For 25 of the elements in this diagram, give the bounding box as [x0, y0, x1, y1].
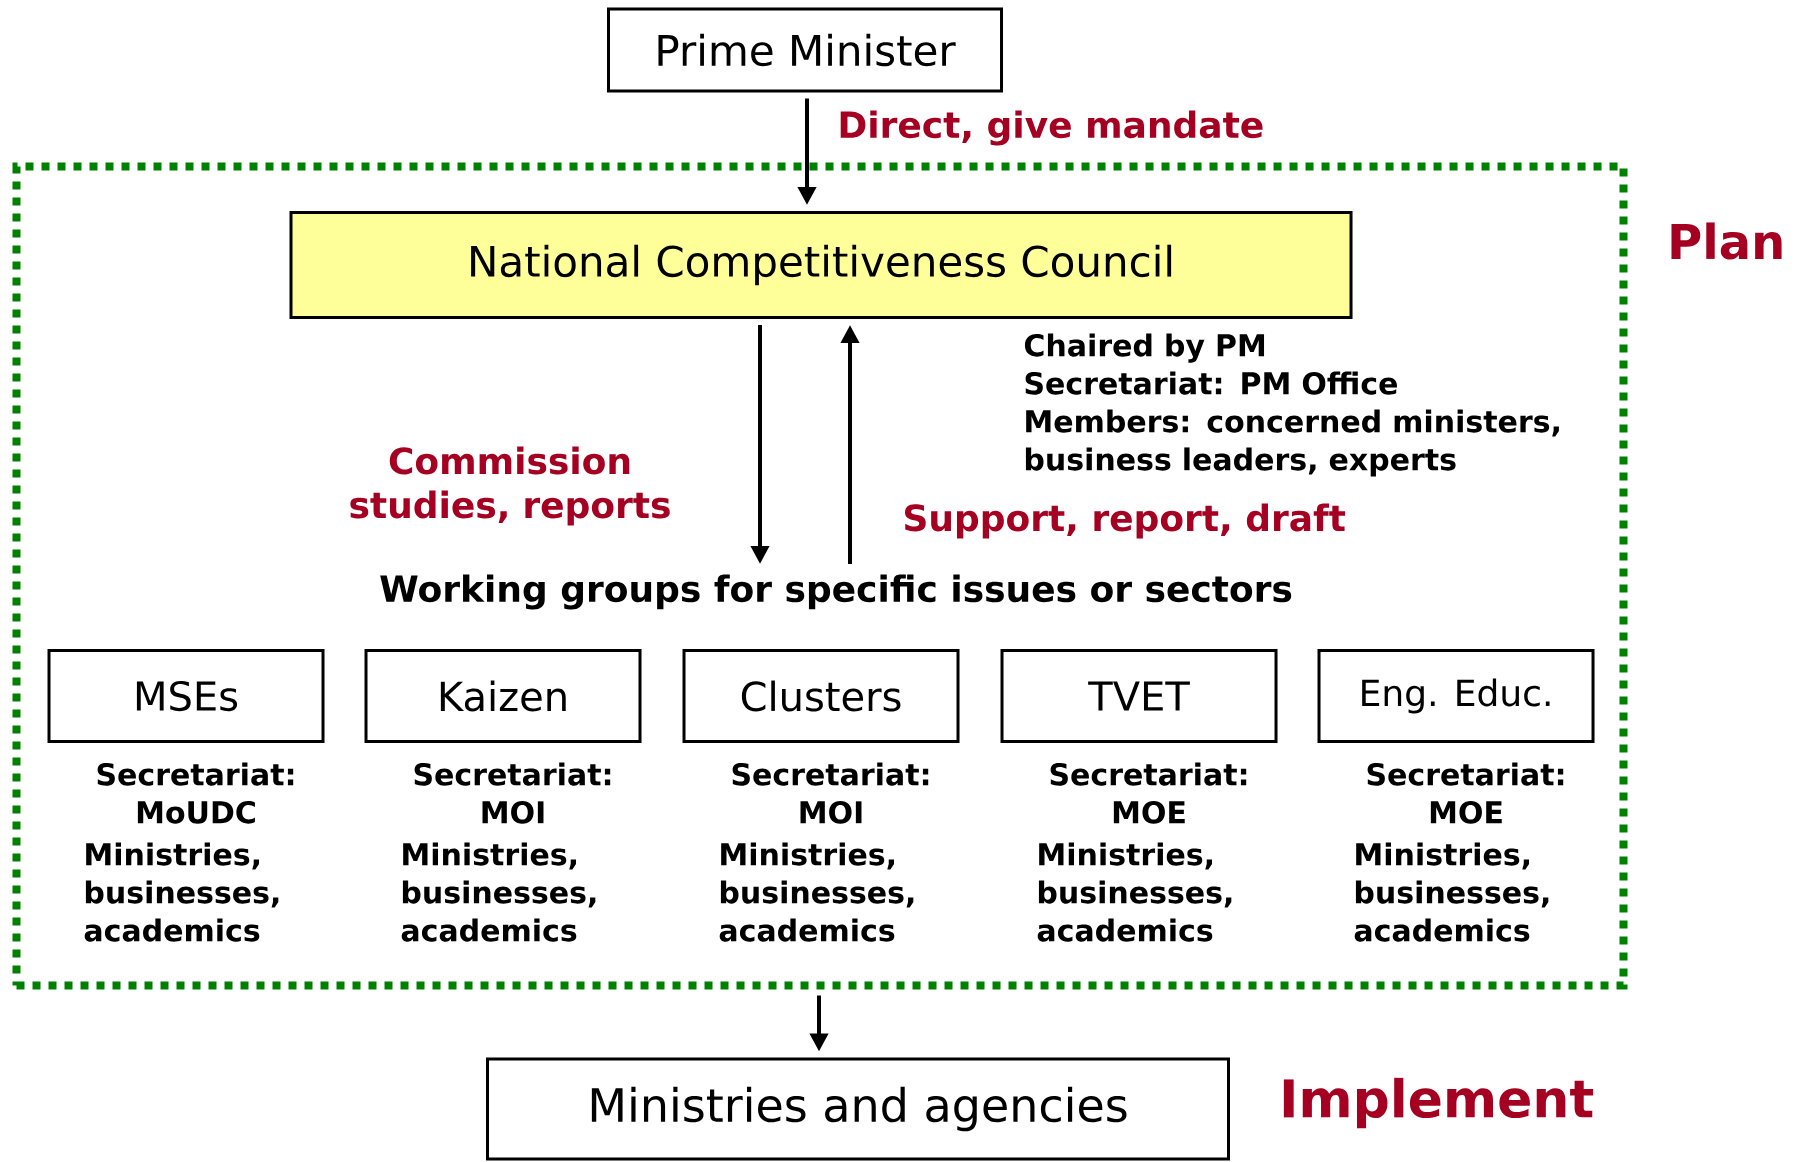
edge-label: Direct, give mandate — [840, 110, 1263, 146]
process-box: Eng. Educ. — [1317, 649, 1595, 743]
process-box: Prime Minister — [607, 7, 1003, 93]
secretariat-text: Secretariat: MOI — [732, 762, 929, 824]
members-text: Ministries, businesses, academics — [1354, 842, 1549, 942]
process-box: Clusters — [682, 649, 960, 743]
members-text: Ministries, businesses, academics — [84, 842, 279, 942]
members-text: Ministries, businesses, academics — [719, 842, 914, 942]
secretariat-text: Secretariat: MoUDC — [97, 762, 294, 824]
heading-text: Working groups for specific issues or sectors — [380, 574, 1292, 610]
phase-label: Implement — [1283, 1077, 1594, 1129]
phase-label: Plan — [1671, 222, 1782, 260]
process-box: TVET — [1000, 649, 1278, 743]
secretariat-text: Secretariat: MOI — [414, 762, 611, 824]
process-box: Kaizen — [364, 649, 642, 743]
members-text: Ministries, businesses, academics — [1037, 842, 1232, 942]
process-box: Ministries and agencies — [486, 1057, 1230, 1161]
process-box: MSEs — [47, 649, 325, 743]
secretariat-text: Secretariat: MOE — [1050, 762, 1247, 824]
note-text: Chaired by PM Secretariat: PM Office Members: concerned ministers, business leaders, experts — [1024, 333, 1559, 477]
members-text: Ministries, businesses, academics — [401, 842, 596, 942]
council-box: National Competitiveness Council — [289, 211, 1353, 319]
secretariat-text: Secretariat: MOE — [1367, 762, 1564, 824]
edge-label: Support, report, draft — [905, 503, 1346, 539]
edge-label: Commission studies, reports — [350, 446, 670, 526]
